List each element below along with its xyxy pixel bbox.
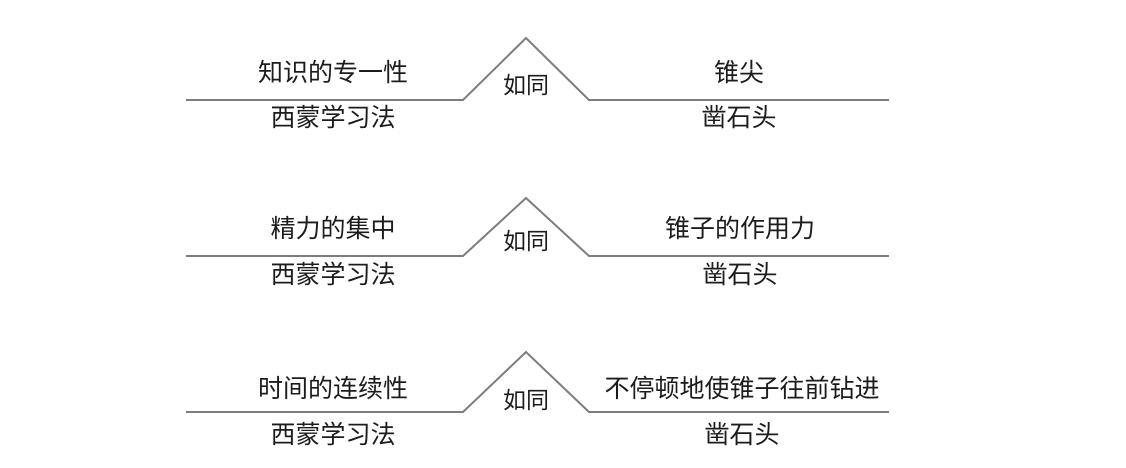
analogy-line-row2 — [186, 196, 889, 257]
numerator-right: 不停顿地使锥子往前钻进 — [604, 374, 880, 403]
numerator-left: 知识的专一性 — [257, 58, 409, 87]
connector-label: 如同 — [503, 388, 549, 414]
numerator-right: 锥尖 — [713, 58, 765, 87]
denominator-right: 凿石头 — [701, 103, 777, 132]
denominator-right: 凿石头 — [704, 420, 780, 449]
denominator-left: 西蒙学习法 — [270, 260, 396, 289]
numerator-left: 时间的连续性 — [257, 374, 409, 403]
numerator-left: 精力的集中 — [270, 214, 396, 243]
denominator-right: 凿石头 — [702, 260, 778, 289]
numerator-right: 锥子的作用力 — [664, 214, 816, 243]
denominator-left: 西蒙学习法 — [270, 420, 396, 449]
connector-label: 如同 — [503, 73, 549, 99]
analogy-line-row3 — [186, 350, 889, 413]
denominator-left: 西蒙学习法 — [270, 103, 396, 132]
analogy-line-row1 — [186, 36, 889, 101]
connector-label: 如同 — [503, 229, 549, 255]
